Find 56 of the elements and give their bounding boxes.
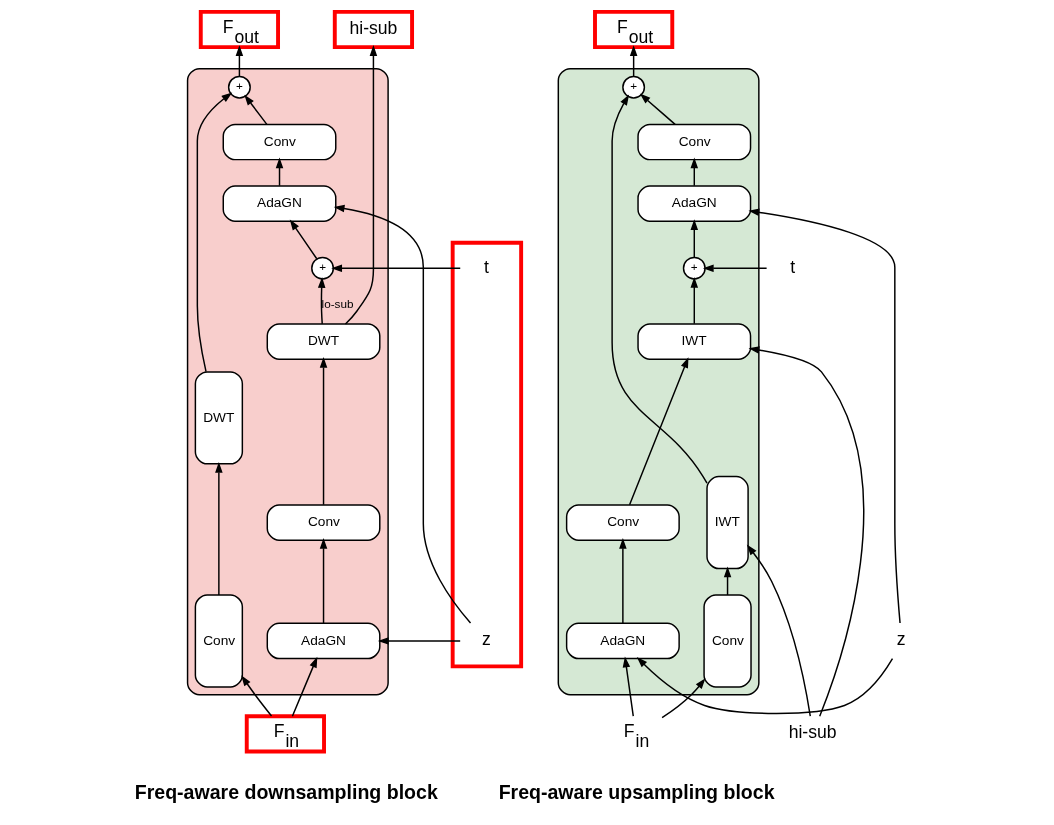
node-box: Conv [266, 504, 381, 541]
arrow [344, 45, 377, 325]
arrow [628, 357, 688, 506]
node-text: hi-sub [788, 722, 837, 743]
label: Freq-aware upsampling block [498, 781, 775, 804]
arrow [618, 537, 627, 624]
node-circle: + [621, 75, 645, 99]
node-box: AdaGN [222, 185, 336, 222]
node-box: IWT [705, 475, 749, 570]
arrow [319, 357, 327, 506]
arrow [377, 637, 461, 645]
node-box: DWT [266, 323, 381, 360]
arrow [690, 219, 698, 259]
node-circle: + [310, 256, 334, 280]
arrow [291, 656, 317, 717]
node-box: Conv [636, 123, 751, 161]
node-circle: + [227, 75, 251, 99]
arrow [289, 219, 317, 260]
node-box: Conv [194, 594, 243, 688]
arrow [243, 94, 268, 126]
node-text: z [481, 629, 491, 650]
node-box: Conv [222, 123, 336, 161]
arrow [214, 461, 223, 596]
label: Freq-aware downsampling block [134, 781, 438, 804]
edge-label: lo-sub [321, 296, 353, 310]
node-text: t [789, 256, 795, 277]
arrow [690, 276, 698, 325]
arrow [319, 537, 327, 624]
arrow [235, 45, 243, 78]
arrow [747, 208, 901, 624]
node-box: AdaGN [266, 622, 381, 660]
arrow [240, 675, 272, 717]
arrow [317, 277, 325, 325]
arrow [629, 45, 637, 78]
arrow [330, 264, 461, 272]
cluster [450, 240, 523, 669]
node-box: hi-sub [332, 9, 414, 50]
arrow [660, 678, 705, 719]
node-box: Conv [702, 594, 752, 688]
arrow [702, 264, 767, 272]
node-text: z [896, 629, 906, 650]
node-box: AdaGN [636, 185, 751, 222]
node-box: AdaGN [565, 622, 680, 660]
arrow [196, 92, 232, 373]
arrow [748, 346, 864, 717]
arrow [622, 656, 634, 717]
arrow [333, 204, 471, 624]
arrow [639, 93, 676, 126]
arrow [610, 94, 708, 484]
arrow [746, 544, 811, 717]
arrow [636, 656, 893, 715]
node-circle: + [682, 256, 706, 280]
node-box: DWT [194, 371, 243, 465]
node-box: Conv [565, 504, 680, 541]
node-text: t [483, 256, 489, 277]
node-box: IWT [636, 323, 751, 360]
